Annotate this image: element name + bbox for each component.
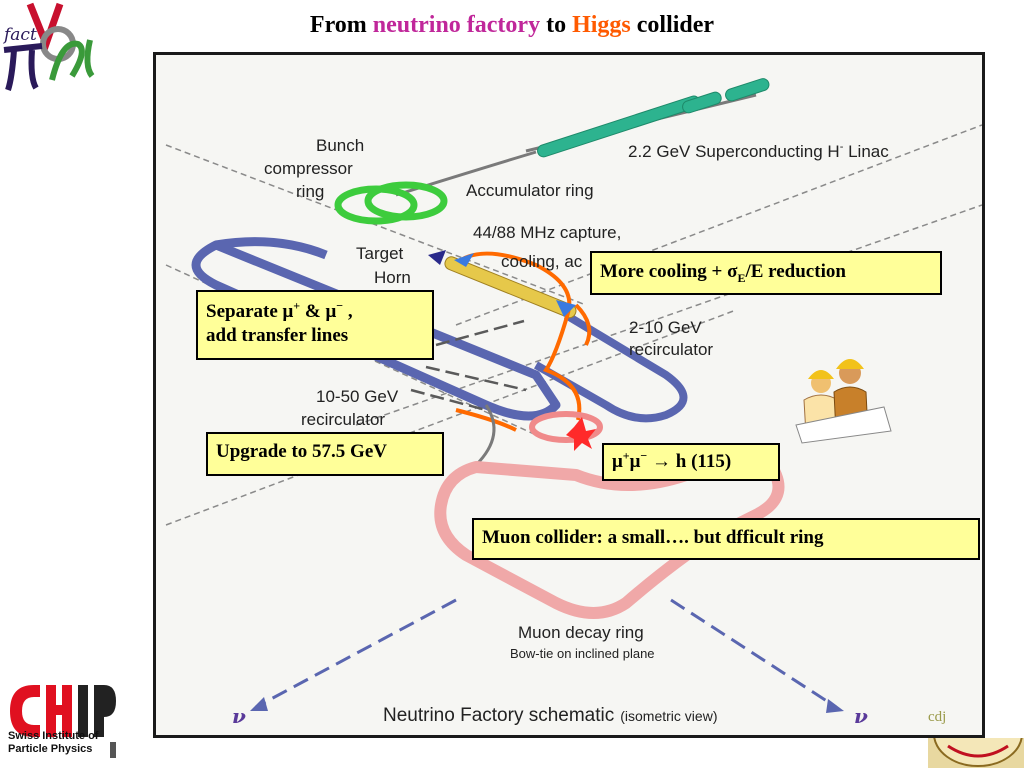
neutrino-arrow-left — [250, 697, 268, 711]
label-horn: Horn — [374, 268, 411, 287]
title-higgs: Higgs — [572, 12, 631, 38]
box-upgrade: Upgrade to 57.5 GeV — [206, 432, 444, 476]
page-title: From neutrino factory to Higgs collider — [309, 12, 715, 38]
label-target: Target — [356, 244, 404, 263]
chipp-logo — [10, 685, 116, 737]
label-capture-1: 44/88 MHz capture, — [473, 223, 621, 242]
label-accumulator: Accumulator ring — [466, 181, 594, 200]
box-more-cooling: More cooling + σE/E reduction — [590, 251, 942, 295]
schematic-drawing: Bunch compressor ring 2.2 GeV Supercondu… — [165, 78, 982, 728]
label-linac: 2.2 GeV Superconducting H- Linac — [628, 141, 889, 161]
label-footer: Neutrino Factory schematic(isometric vie… — [383, 705, 717, 726]
box-separate-muons: Separate μ+ & μ− ,add transfer lines — [196, 290, 434, 360]
workers-clipart — [795, 359, 892, 444]
transfer-line-arrows — [410, 319, 527, 412]
label-recirc-big-2: recirculator — [301, 410, 385, 429]
label-recirc-small-2: recirculator — [629, 340, 713, 359]
label-bunch-3: ring — [296, 182, 324, 201]
label-nu-right: ν — [854, 704, 868, 728]
label-bunch-1: Bunch — [316, 136, 364, 155]
title-neutrino-factory: neutrino factory — [372, 12, 541, 38]
recirculator-2-10-gev — [534, 311, 688, 423]
neutrino-factory-schematic: Bunch compressor ring 2.2 GeV Supercondu… — [153, 52, 985, 738]
collision-burst — [566, 417, 596, 451]
box-muon-collider: Muon collider: a small…. but dfficult ri… — [472, 518, 980, 560]
label-muon-decay: Muon decay ring — [518, 623, 644, 642]
nufact-logo: fact — [2, 2, 95, 91]
label-bowtie: Bow-tie on inclined plane — [510, 646, 655, 661]
label-cdj: cdj — [928, 709, 946, 725]
label-capture-2: cooling, ac — [501, 252, 583, 271]
label-recirc-small-1: 2-10 GeV — [629, 318, 702, 337]
box-higgs: μ+μ− → h (115) — [602, 443, 780, 481]
label-bunch-2: compressor — [264, 159, 353, 178]
muon-transfer-path — [455, 251, 592, 432]
target-horn — [428, 250, 446, 265]
neutrino-arrow-right — [826, 699, 844, 713]
label-nu-left: ν — [232, 704, 246, 728]
geneva-university-seal — [928, 738, 1024, 768]
marker-triangle-1 — [454, 253, 474, 267]
linac — [525, 78, 770, 158]
muon-collider-ring — [529, 411, 603, 443]
capture-cooling-section — [444, 256, 577, 319]
neutrino-beam-lines — [255, 598, 837, 709]
label-recirc-big-1: 10-50 GeV — [316, 387, 399, 406]
accumulator-ring — [334, 181, 448, 225]
marker-triangle-2 — [556, 300, 576, 317]
logo-text: fact — [2, 25, 37, 45]
divider-mark — [110, 742, 116, 758]
